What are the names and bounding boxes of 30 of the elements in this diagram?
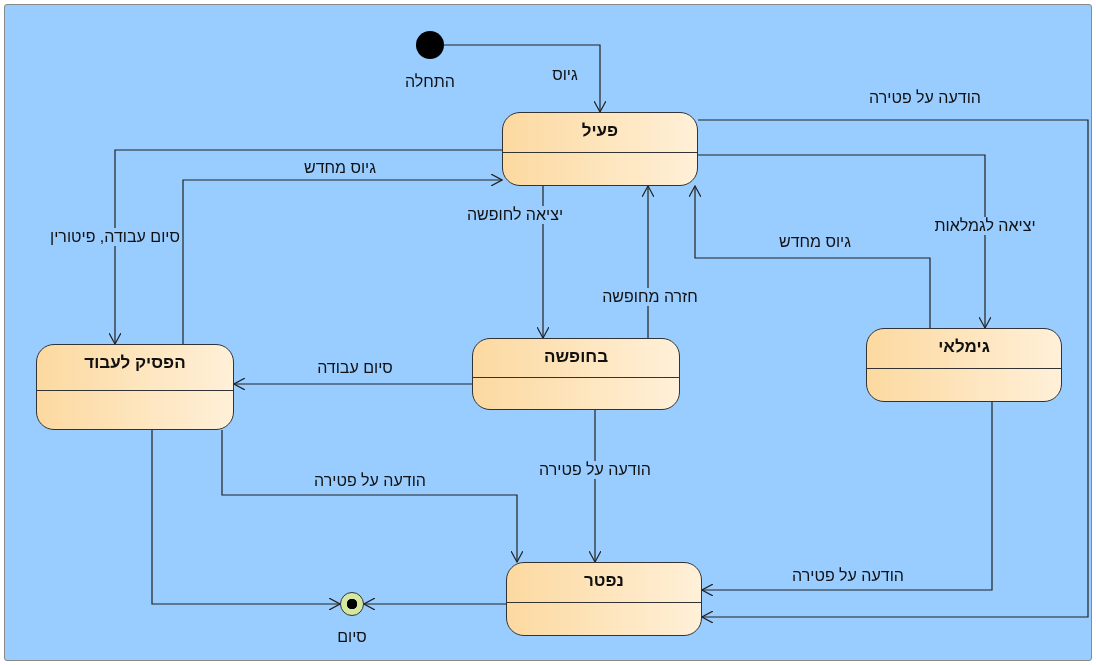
arrow — [588, 409, 602, 563]
state-label: סיום — [336, 628, 368, 646]
arrow — [697, 119, 1089, 624]
arrow — [221, 429, 524, 563]
edge-label: יציאה לגמלאות — [932, 217, 1038, 235]
arrow — [233, 377, 473, 391]
edge-label: הודעה על פטירה — [537, 461, 653, 479]
state-name: נפטר — [584, 571, 624, 591]
state-box — [36, 344, 234, 430]
arrow — [151, 429, 341, 611]
arrow — [443, 44, 607, 113]
arrow — [641, 185, 655, 339]
state-label: התחלה — [404, 73, 456, 91]
edge-label: סיום עבודה, פיטורין — [48, 228, 182, 246]
arrow — [182, 173, 503, 345]
arrow — [688, 185, 931, 329]
state-box — [506, 562, 702, 636]
state-box — [502, 112, 698, 186]
state-box — [472, 338, 680, 410]
arrow — [701, 401, 993, 597]
arrow — [363, 597, 507, 611]
arrow — [108, 149, 503, 345]
arrow — [697, 154, 992, 329]
state-name: בחופשה — [543, 347, 609, 367]
state-box — [866, 328, 1062, 402]
state-name: הפסיק לעבוד — [84, 353, 186, 373]
arrow — [536, 185, 550, 339]
edge-label: חזרה מחופשה — [600, 288, 700, 306]
state-name: גימלאי — [938, 337, 990, 357]
state-name: פעיל — [581, 121, 619, 141]
